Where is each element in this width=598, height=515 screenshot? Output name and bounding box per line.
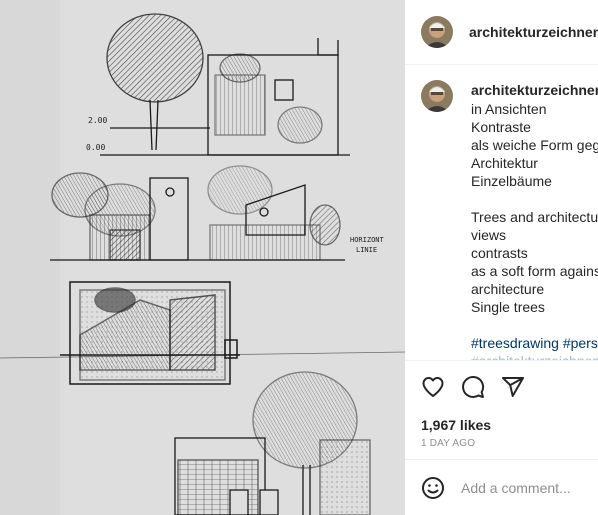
caption: architekturzeichnen in Ansichten Kontras… — [405, 64, 598, 360]
caption-line: as a soft form agains — [471, 263, 598, 279]
post-timestamp[interactable]: 1 DAY AGO — [421, 438, 476, 449]
post-header: architekturzeichnen — [405, 0, 598, 65]
caption-line — [471, 190, 598, 208]
caption-username-link[interactable]: architekturzeichnen — [471, 82, 598, 98]
architecture-sketch-image: 2.00 0.00 HORIZONT LINIE — [0, 13, 405, 515]
comment-icon — [462, 376, 485, 398]
svg-text:LINIE: LINIE — [356, 246, 377, 254]
hashtag-link[interactable]: #treesdrawing #pers — [471, 335, 598, 351]
caption-line: architecture — [471, 281, 545, 297]
caption-line: Einzelbäume — [471, 173, 552, 189]
caption-line: Trees and architectur — [471, 209, 598, 225]
caption-line — [471, 316, 598, 334]
caption-line: Single trees — [471, 299, 545, 315]
caption-line: Kontraste — [471, 119, 531, 135]
smiley-icon — [422, 477, 444, 499]
caption-text: in Ansichten Kontraste als weiche Form g… — [471, 100, 598, 360]
likes-count[interactable]: 1,967 likes — [421, 417, 492, 433]
comment-input[interactable] — [461, 470, 598, 506]
avatar-icon — [421, 16, 453, 48]
caption-line: contrasts — [471, 245, 528, 261]
post-side-panel: architekturzeichnen architekturzeichnen … — [405, 0, 598, 515]
caption-line: Architektur — [471, 155, 538, 171]
share-button[interactable] — [501, 375, 525, 399]
hashtag-link[interactable]: #architekturzeichnen — [471, 352, 598, 360]
svg-text:2.00: 2.00 — [88, 116, 107, 125]
caption-line: views — [471, 227, 507, 243]
comment-button[interactable] — [461, 375, 485, 399]
comment-bar — [405, 459, 598, 515]
svg-text:0.00: 0.00 — [86, 143, 105, 152]
avatar[interactable] — [421, 16, 453, 48]
heart-icon — [422, 377, 444, 397]
username-link[interactable]: architekturzeichnen — [469, 24, 598, 40]
caption-line: in Ansichten — [471, 101, 547, 117]
post-actions: 1,967 likes 1 DAY AGO — [405, 360, 598, 491]
like-button[interactable] — [421, 375, 445, 399]
post-image[interactable]: 2.00 0.00 HORIZONT LINIE — [0, 0, 405, 515]
avatar-icon — [421, 80, 453, 112]
paper-plane-icon — [502, 377, 524, 397]
caption-line: als weiche Form geg — [471, 137, 598, 153]
emoji-button[interactable] — [421, 476, 445, 500]
svg-text:HORIZONT: HORIZONT — [350, 236, 385, 244]
caption-avatar[interactable] — [421, 80, 453, 112]
